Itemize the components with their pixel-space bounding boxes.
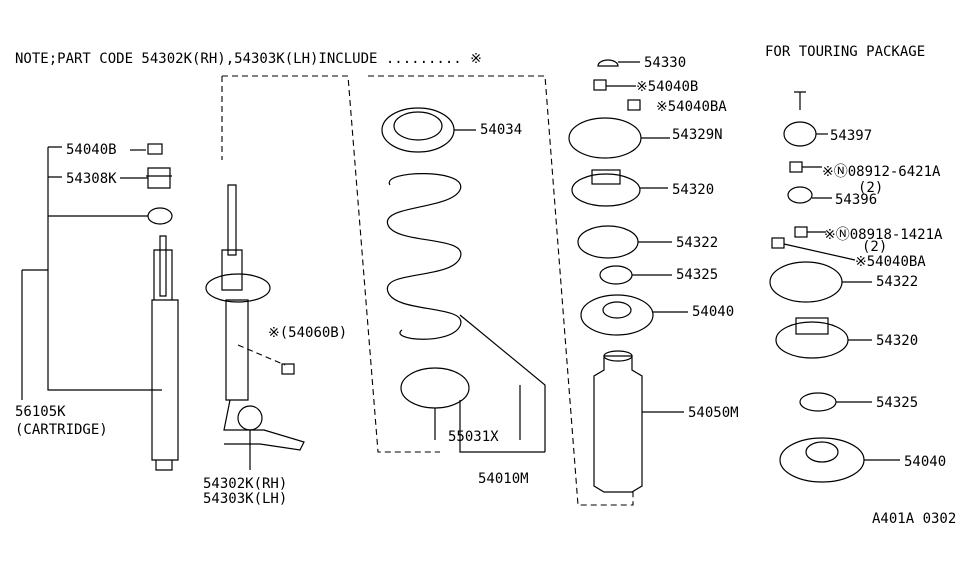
include-bracket-mount — [368, 75, 634, 506]
cap-54330-icon — [597, 59, 619, 67]
label-54040: 54040 — [692, 304, 734, 320]
nut-54040BA-icon — [627, 99, 641, 111]
nut-54040BA-icon — [771, 237, 785, 249]
label-54034: 54034 — [480, 122, 522, 138]
label-54050M: 54050M — [688, 405, 739, 421]
coil-spring-icon — [387, 173, 462, 340]
bump-stop-icon — [146, 167, 172, 189]
label-54010M: 54010M — [478, 471, 529, 487]
seat-54040-inner — [602, 301, 632, 319]
seat-54040-touring-icon — [779, 437, 865, 483]
label-54397: 54397 — [830, 128, 872, 144]
leader-54010M — [459, 314, 546, 452]
plate-54322-touring-icon — [769, 261, 843, 303]
washer-54325-touring-icon — [799, 392, 837, 412]
spring-seat-icon — [205, 273, 271, 303]
strut-rod-icon — [221, 184, 243, 291]
note-text: NOTE;PART CODE 54302K(RH),54303K(LH)INCL… — [15, 51, 482, 67]
nut-54040B-icon — [593, 79, 607, 91]
label-54320-touring: 54320 — [876, 333, 918, 349]
knuckle-hub-icon — [237, 405, 263, 431]
strut-housing-icon — [223, 299, 305, 451]
label-54322: 54322 — [676, 235, 718, 251]
insulator-54034-icon — [381, 107, 455, 153]
label-54040BA-touring: ※54040BA — [855, 254, 926, 270]
label-08918-qty: (2) — [862, 239, 887, 255]
label-54040B-left: 54040B — [66, 142, 117, 158]
label-54322-touring: 54322 — [876, 274, 918, 290]
label-54040BA: ※54040BA — [656, 99, 727, 115]
label-54303K: 54303K(LH) — [203, 491, 287, 507]
label-54325: 54325 — [676, 267, 718, 283]
label-08912-qty: (2) — [858, 180, 883, 196]
nut-54040B-icon — [147, 143, 163, 155]
insulator-inner — [393, 111, 443, 141]
label-54396: 54396 — [835, 192, 877, 208]
diagram-code: A401A 0302 — [872, 511, 956, 527]
label-54040-touring: 54040 — [904, 454, 946, 470]
mount-top-touring — [795, 317, 829, 335]
cartridge-56105K-icon — [151, 235, 179, 471]
washer-54325-icon — [599, 265, 633, 285]
include-bracket-strut — [222, 75, 440, 453]
label-08912-6421A: ※Ⓝ08912-6421A — [822, 164, 941, 180]
label-54060B: ※(54060B) — [268, 325, 347, 341]
cover-54396-icon — [787, 186, 813, 204]
touring-package-header: FOR TOURING PACKAGE — [765, 44, 925, 60]
label-54302K: 54302K(RH) — [203, 476, 287, 492]
cartridge-leader-lines — [21, 146, 162, 400]
label-54040B: ※54040B — [636, 79, 698, 95]
plate-54322-icon — [577, 225, 639, 259]
label-54330: 54330 — [644, 55, 686, 71]
washer-icon — [147, 207, 173, 225]
nut-08918-icon — [794, 226, 808, 238]
label-54320: 54320 — [672, 182, 714, 198]
leader-55031X — [434, 400, 545, 453]
label-08918-1421A: ※Ⓝ08918-1421A — [824, 227, 943, 243]
mount-54320-icon — [571, 173, 641, 207]
mount-54320-touring-icon — [775, 321, 849, 359]
label-54325-touring: 54325 — [876, 395, 918, 411]
sensor-wire — [794, 91, 806, 110]
seat-54040-icon — [580, 294, 654, 336]
seat-inner-touring — [805, 441, 839, 463]
label-54329N: 54329N — [672, 127, 723, 143]
label-cartridge: (CARTRIDGE) — [15, 422, 108, 438]
label-54308K: 54308K — [66, 171, 117, 187]
dust-boot-54050M-icon — [593, 355, 643, 493]
nut-08912-icon — [789, 161, 803, 173]
nut-54060B-icon — [281, 363, 295, 375]
leader-54060B — [237, 344, 286, 366]
plate-54329N-icon — [568, 117, 642, 159]
label-55031X: 55031X — [448, 429, 499, 445]
label-56105K: 56105K — [15, 404, 66, 420]
mount-54320-top — [591, 169, 621, 185]
sensor-54397-icon — [783, 121, 817, 147]
leader-54040BA — [783, 243, 856, 261]
seat-55031X-icon — [400, 367, 470, 409]
dust-boot-top — [603, 350, 633, 362]
